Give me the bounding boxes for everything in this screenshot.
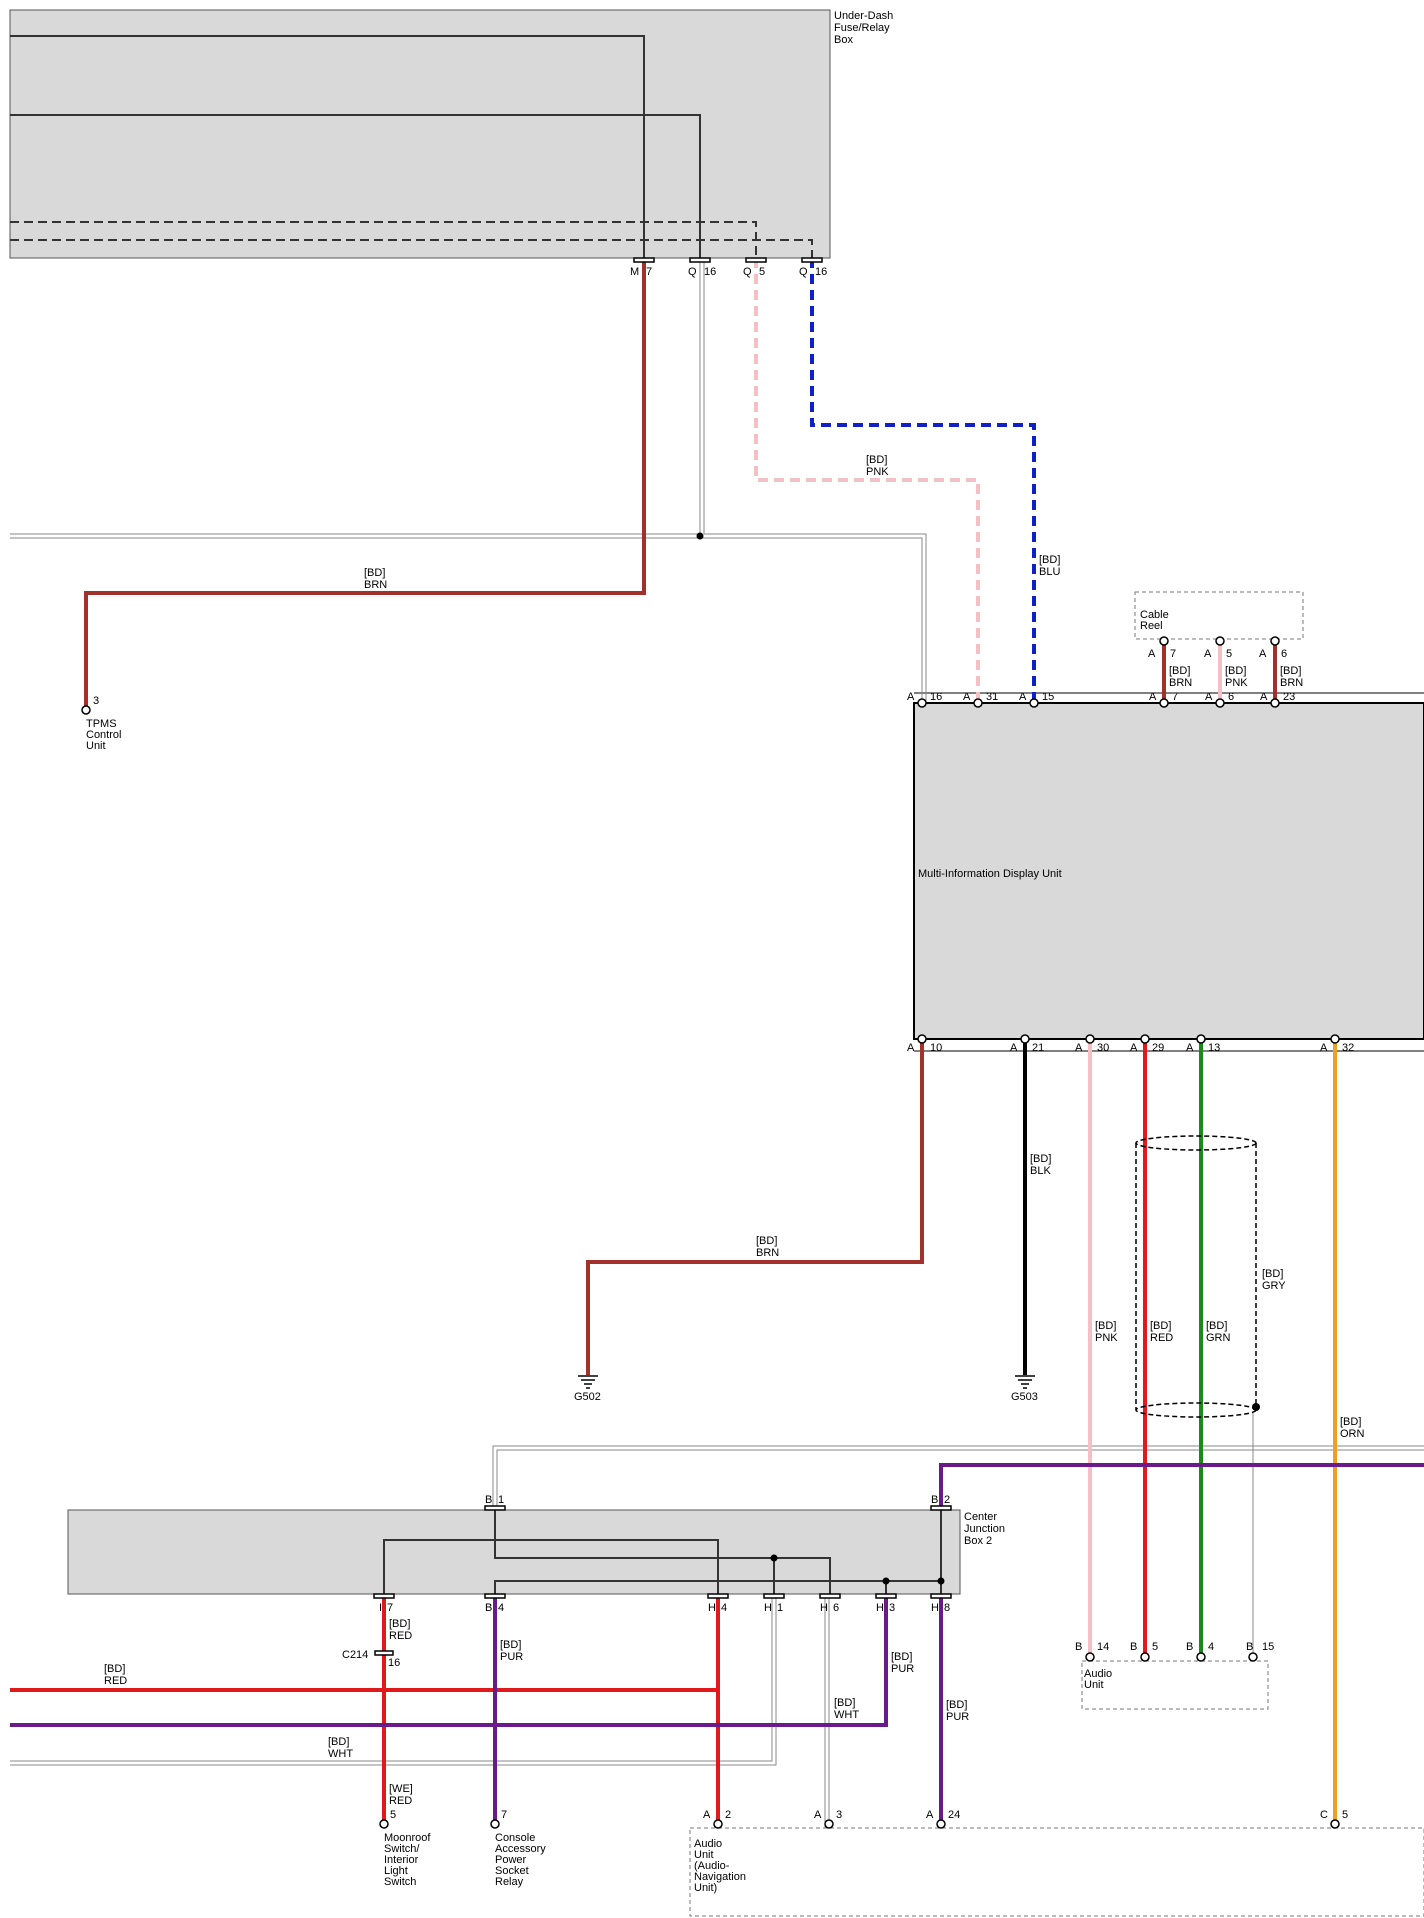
- wire-label: [BD]PNK: [866, 454, 889, 478]
- wire-label: [BD]PUR: [500, 1639, 523, 1663]
- connector-terminals: [81, 257, 1340, 1829]
- wire-label: [BD]GRY: [1262, 1268, 1286, 1292]
- midu-label: Multi-Information Display Unit: [918, 868, 1062, 880]
- wire-pink-q5: [754, 258, 980, 703]
- console-relay-label: Console Accessory Power Socket Relay: [495, 1832, 549, 1888]
- wire-purple-b2: [939, 1463, 1424, 1510]
- pin-label: 7: [501, 1809, 507, 1821]
- cjb2-label: Center Junction Box 2: [964, 1511, 1008, 1547]
- under-dash-fuse-relay-box: Under-Dash Fuse/Relay Box: [9, 9, 896, 259]
- white-wires: [10, 258, 1424, 1828]
- wire-purple-h3: [10, 1594, 888, 1727]
- wire-label: [BD]PUR: [891, 1651, 914, 1675]
- ground-icon: [578, 1375, 598, 1389]
- center-junction-box-2: Center Junction Box 2: [67, 1509, 1008, 1595]
- wire-label: [BD]PUR: [946, 1699, 969, 1723]
- shield-icon: [1135, 1135, 1257, 1418]
- wire-label: [WE]RED: [389, 1783, 413, 1807]
- wire-brown-tpms: [84, 258, 646, 710]
- wire-label: [BD]WHT: [834, 1697, 859, 1721]
- wire-label: [BD]BLU: [1039, 554, 1060, 578]
- tpms-control-unit-label: TPMS Control Unit: [86, 718, 125, 752]
- wire-label: [BD]PNK: [1225, 665, 1248, 689]
- pin-label: 3: [93, 695, 99, 707]
- multi-information-display-unit: Multi-Information Display Unit: [913, 692, 1424, 1052]
- cable-reel: Cable Reel: [1134, 591, 1304, 640]
- fuse-box-label: Under-Dash Fuse/Relay Box: [834, 10, 896, 46]
- pin-label: 5: [390, 1809, 396, 1821]
- wire-label: [BD]BRN: [756, 1235, 779, 1259]
- connector-c214: C214: [342, 1649, 368, 1661]
- pin-label: 16: [388, 1657, 400, 1669]
- wire-label: [BD]GRN: [1206, 1320, 1231, 1344]
- wire-label: [BD]BRN: [364, 567, 387, 591]
- wire-label: [BD]BRN: [1280, 665, 1303, 689]
- splice-dot: [1252, 1403, 1260, 1411]
- wire-label: [BD]PNK: [1095, 1320, 1118, 1344]
- wire-label: [BD]WHT: [328, 1736, 353, 1760]
- splice-dot: [882, 1577, 890, 1585]
- wire-label: [BD]RED: [389, 1618, 412, 1642]
- wire-label: [BD]BLK: [1030, 1153, 1051, 1177]
- splice-dot: [770, 1554, 778, 1562]
- audio-unit-b-label: Audio Unit: [1084, 1668, 1115, 1691]
- wire-blue-q16: [810, 258, 1036, 703]
- wire-brown-g502: [586, 1039, 924, 1375]
- ground-label-g503: G503: [1011, 1391, 1038, 1403]
- ground-label-g502: G502: [574, 1391, 601, 1403]
- moonroof-switch-label: Moonroof Switch/ Interior Light Switch: [384, 1832, 434, 1888]
- wire-label: [BD]RED: [1150, 1320, 1173, 1344]
- audio-unit-b: Audio Unit: [1081, 1660, 1269, 1710]
- ground-icon: [1015, 1375, 1035, 1389]
- cable-reel-label: Cable Reel: [1140, 609, 1172, 632]
- audio-unit-a: Audio Unit (Audio- Navigation Unit): [689, 1827, 1424, 1917]
- audio-unit-a-label: Audio Unit (Audio- Navigation Unit): [694, 1838, 749, 1894]
- wire-label: [BD]RED: [104, 1663, 127, 1687]
- wire-label: [BD]BRN: [1169, 665, 1192, 689]
- splice-dot: [937, 1577, 945, 1585]
- wire-label: [BD]ORN: [1340, 1416, 1365, 1440]
- splice-dot: [696, 532, 704, 540]
